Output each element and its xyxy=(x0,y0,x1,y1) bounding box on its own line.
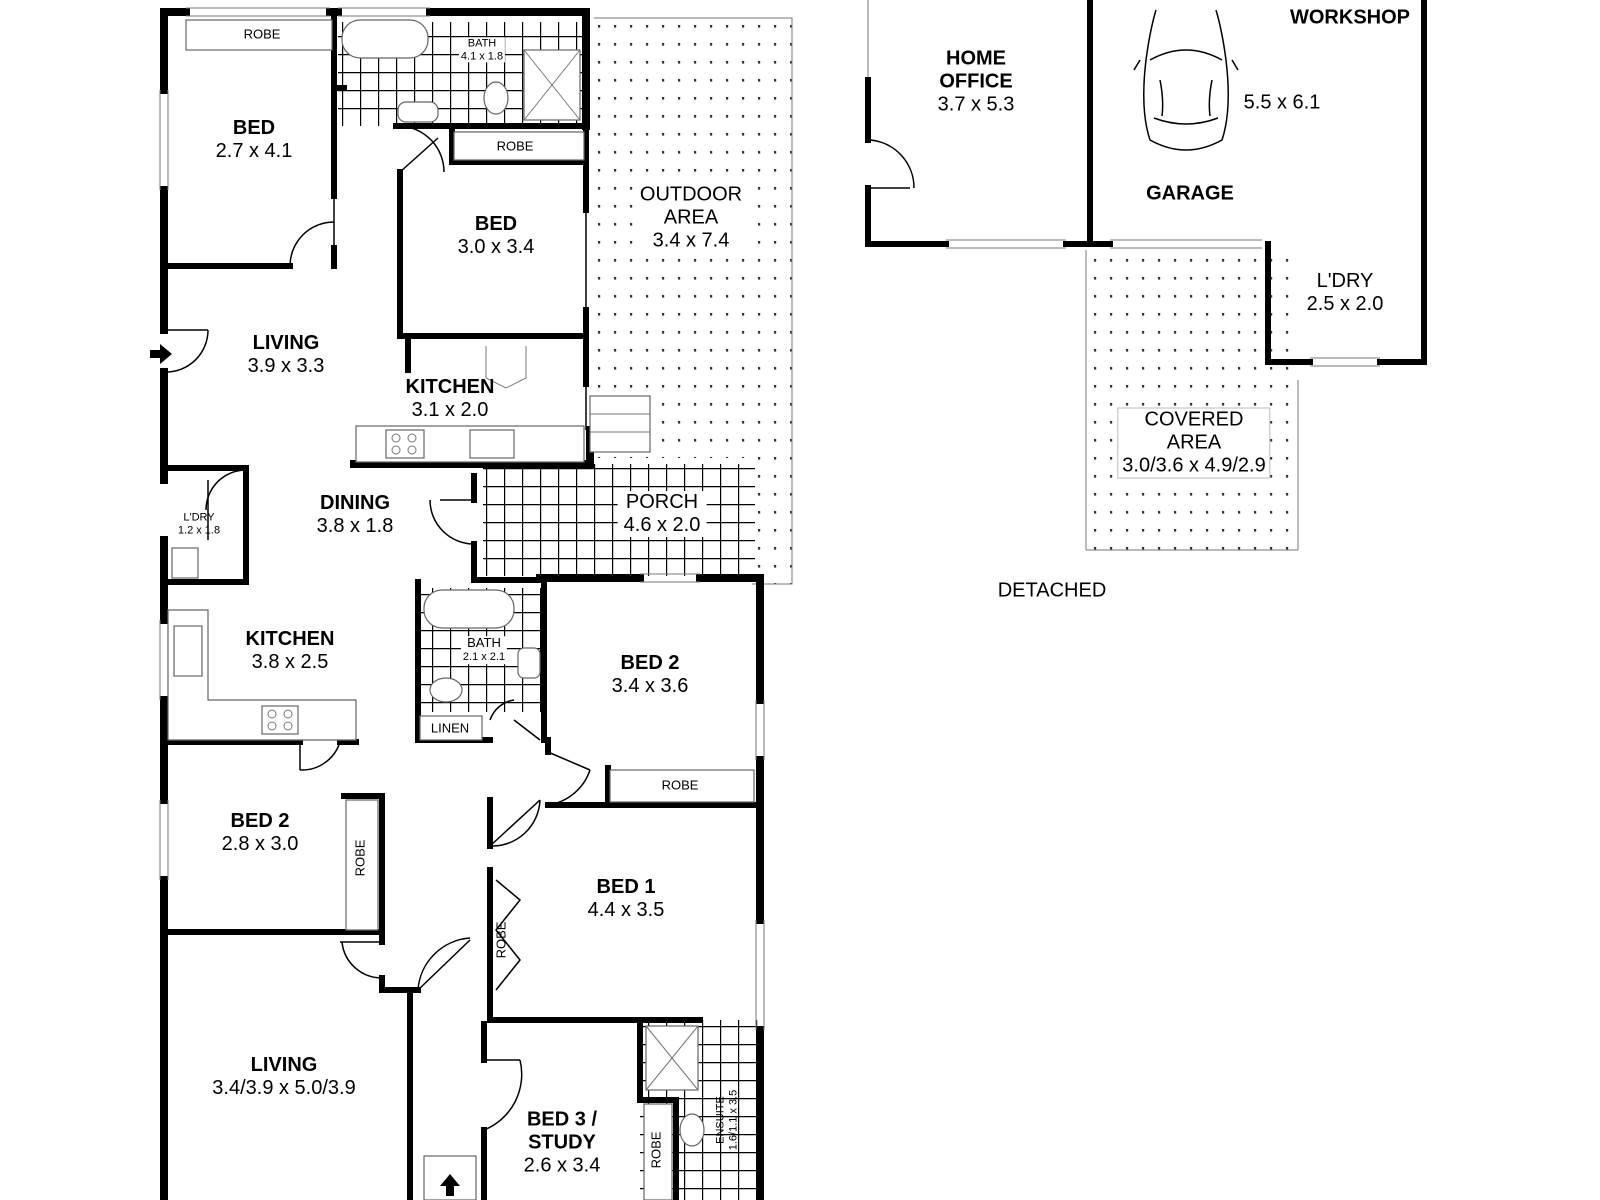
room-living-bottom: LIVING 3.4/3.9 x 5.0/3.9 xyxy=(212,1054,355,1100)
room-bath-top: BATH 4.1 x 1.8 xyxy=(458,37,506,63)
entry-arrow-icon xyxy=(150,344,172,364)
room-dims: 3.7 x 5.3 xyxy=(937,93,1015,116)
room-bed2-right: BED 2 3.4 x 3.6 xyxy=(612,652,689,698)
room-dims: 3.4 x 7.4 xyxy=(652,229,730,252)
robe-label: ROBE xyxy=(243,26,281,42)
room-name: COVERED xyxy=(1144,408,1244,431)
room-name-line2: STUDY xyxy=(528,1131,596,1154)
room-name: LIVING xyxy=(252,332,320,354)
room-name: KITCHEN xyxy=(245,628,335,650)
room-dims: 4.6 x 2.0 xyxy=(623,514,701,536)
room-dims: 2.8 x 3.0 xyxy=(221,833,299,855)
room-name-line2: AREA xyxy=(1166,431,1222,454)
room-dims: 4.1 x 1.8 xyxy=(460,50,504,62)
room-name: KITCHEN xyxy=(405,376,495,398)
room-name: LIVING xyxy=(250,1054,318,1076)
room-bed-top-mid: BED 3.0 x 3.4 xyxy=(458,213,535,259)
outdoor-lower-dots xyxy=(752,458,792,584)
room-outdoor-area: OUTDOOR AREA 3.4 x 7.4 xyxy=(635,183,747,253)
robe-label: ROBE xyxy=(352,839,368,877)
detached-label: DETACHED xyxy=(997,579,1107,602)
room-name: HOME xyxy=(946,47,1006,70)
room-name: BATH xyxy=(467,37,497,50)
room-kitchen-main: KITCHEN 3.8 x 2.5 xyxy=(246,628,335,674)
covered-area-dots xyxy=(1086,250,1298,550)
room-laundry-detached: L'DRY 2.5 x 2.0 xyxy=(1307,270,1384,316)
room-name: OUTDOOR xyxy=(639,183,743,206)
room-dining: DINING 3.8 x 1.8 xyxy=(317,492,394,538)
room-living-top: LIVING 3.9 x 3.3 xyxy=(248,332,325,378)
room-porch: PORCH 4.6 x 2.0 xyxy=(617,491,707,537)
room-workshop: WORKSHOP xyxy=(1290,6,1410,29)
room-kitchen-top: KITCHEN 3.1 x 2.0 xyxy=(406,376,495,422)
room-bath-mid: BATH 2.1 x 2.1 xyxy=(460,635,508,664)
room-name-line2: AREA xyxy=(663,206,719,229)
room-name: DINING xyxy=(320,492,390,514)
room-covered-area: COVERED AREA 3.0/3.6 x 4.9/2.9 xyxy=(1117,407,1271,479)
room-name: BED 2 xyxy=(230,810,290,832)
room-name: L'DRY xyxy=(183,511,215,524)
fixtures xyxy=(167,19,755,1200)
room-dims: 1.6/1.1 x 3.5 xyxy=(727,1089,739,1151)
room-name-line2: OFFICE xyxy=(939,70,1013,93)
detached-building-walls xyxy=(865,0,1427,551)
room-dims: 3.9 x 3.3 xyxy=(247,355,325,377)
room-laundry-small: L'DRY 1.2 x 1.8 xyxy=(178,511,220,536)
car-icon xyxy=(1133,9,1239,151)
doors xyxy=(164,125,915,1131)
room-dims: 2.1 x 2.1 xyxy=(462,651,506,664)
robe-label: ROBE xyxy=(496,138,534,154)
room-name: PORCH xyxy=(625,491,699,513)
room-dims: 3.4/3.9 x 5.0/3.9 xyxy=(212,1077,356,1099)
room-bed1: BED 1 4.4 x 3.5 xyxy=(588,876,665,922)
room-dims: 2.7 x 4.1 xyxy=(215,140,293,162)
room-dims: 3.4 x 3.6 xyxy=(611,675,689,697)
robe-label: ROBE xyxy=(648,1131,664,1169)
room-bed-top-left: BED 2.7 x 4.1 xyxy=(216,117,293,163)
room-name: BATH xyxy=(467,635,501,651)
room-dims: 1.2 x 1.8 xyxy=(177,524,221,536)
room-name: ENSUITE xyxy=(714,1096,727,1144)
room-home-office: HOME OFFICE 3.7 x 5.3 xyxy=(938,48,1015,117)
room-dims: 3.0 x 3.4 xyxy=(457,236,535,258)
room-dims: 3.8 x 1.8 xyxy=(316,515,394,537)
room-dims: 2.6 x 3.4 xyxy=(523,1154,601,1177)
room-name: BED xyxy=(232,117,276,139)
room-dims: 3.8 x 2.5 xyxy=(251,651,329,673)
robe-label: ROBE xyxy=(493,921,509,959)
room-name: L'DRY xyxy=(1316,270,1374,292)
room-name: BED 1 xyxy=(596,876,656,898)
room-name: BED xyxy=(474,213,518,235)
room-name: BED 3 / xyxy=(526,1108,598,1131)
room-workshop-dims: 5.5 x 6.1 xyxy=(1243,91,1321,114)
room-dims: 3.0/3.6 x 4.9/2.9 xyxy=(1122,454,1266,477)
robe-label: ROBE xyxy=(661,777,699,793)
room-dims: 3.1 x 2.0 xyxy=(411,399,489,421)
room-name: BED 2 xyxy=(620,652,680,674)
room-bed3-study: BED 3 / STUDY 2.6 x 3.4 xyxy=(524,1109,601,1178)
room-linen: LINEN xyxy=(430,720,470,736)
entry-arrow-icon xyxy=(440,1174,460,1196)
room-dims: 4.4 x 3.5 xyxy=(587,899,665,921)
room-ensuite: ENSUITE 1.6/1.1 x 3.5 xyxy=(714,1090,739,1151)
room-bed2-left: BED 2 2.8 x 3.0 xyxy=(222,810,299,856)
room-dims: 2.5 x 2.0 xyxy=(1306,293,1384,315)
room-garage: GARAGE xyxy=(1146,182,1234,205)
